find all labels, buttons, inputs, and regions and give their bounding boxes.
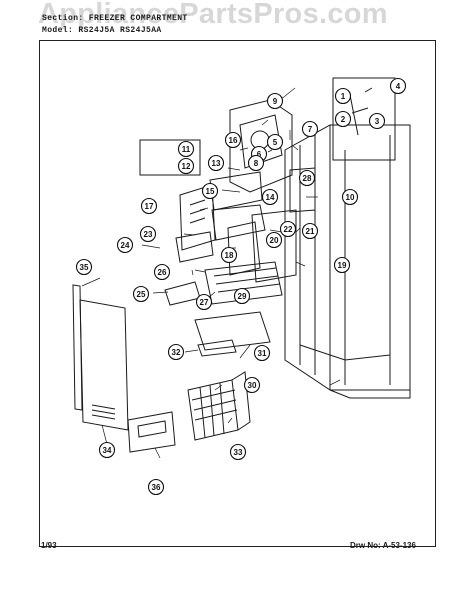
callout-label: 26 (158, 268, 167, 277)
callout-label: 31 (258, 349, 267, 358)
callout-label: 11 (182, 145, 191, 154)
callout-label: 16 (229, 136, 238, 145)
callout-label: 9 (273, 97, 278, 106)
callout-label: 4 (396, 82, 401, 91)
detail-inset-box-small (139, 139, 201, 176)
callout-label: 22 (284, 225, 293, 234)
callout-label: 33 (234, 448, 243, 457)
callout-24: 24 (116, 236, 134, 254)
callout-23: 23 (139, 225, 157, 243)
callout-17: 17 (140, 197, 158, 215)
callout-label: 6 (257, 150, 262, 159)
back-panel (79, 299, 129, 431)
callout-label: 5 (273, 138, 278, 147)
callout-label: 15 (206, 187, 215, 196)
callout-label: 30 (248, 381, 257, 390)
air-panel (179, 184, 216, 251)
diagram-frame (39, 40, 436, 547)
callout-28: 28 (298, 169, 316, 187)
callout-label: 7 (308, 125, 313, 134)
basket-front (127, 411, 176, 453)
callout-label: 27 (200, 298, 209, 307)
callout-label: 35 (80, 263, 89, 272)
trim-strip (72, 284, 83, 411)
callout-21: 21 (301, 222, 319, 240)
callout-label: 24 (121, 241, 130, 250)
callout-label: 36 (152, 483, 161, 492)
footer-date: 1/93 (41, 541, 57, 550)
model-numbers: Model: RS24J5A RS24J5AA (42, 26, 162, 35)
callout-label: 20 (270, 236, 279, 245)
callout-label: 28 (303, 174, 312, 183)
drawing-number: Drw No: A-53-136 (350, 541, 416, 550)
callout-label: 13 (212, 159, 221, 168)
cabinet-outline (284, 124, 411, 399)
callout-10: 10 (341, 188, 359, 206)
callout-label: 8 (254, 159, 259, 168)
bracket (175, 231, 214, 263)
callout-34: 34 (98, 441, 116, 459)
callout-4: 4 (389, 77, 407, 95)
shelf-rack (204, 261, 283, 305)
glass-shelf (194, 311, 271, 357)
callout-5: 5 (266, 133, 284, 151)
callout-33: 33 (229, 443, 247, 461)
callout-label: 21 (306, 227, 315, 236)
callout-label: 1 (341, 92, 346, 101)
callout-2: 2 (334, 110, 352, 128)
callout-3: 3 (368, 112, 386, 130)
callout-26: 26 (153, 263, 171, 281)
callout-13: 13 (207, 154, 225, 172)
callout-22: 22 (279, 220, 297, 238)
callout-label: 12 (182, 162, 191, 171)
callout-7: 7 (301, 120, 319, 138)
damper (164, 281, 201, 306)
callout-label: 32 (172, 348, 181, 357)
callout-14: 14 (261, 188, 279, 206)
callout-8: 8 (247, 154, 265, 172)
callout-30: 30 (243, 376, 261, 394)
callout-label: 2 (341, 115, 346, 124)
callout-9: 9 (266, 92, 284, 110)
callout-16: 16 (224, 131, 242, 149)
callout-35: 35 (75, 258, 93, 276)
callout-label: 19 (338, 261, 347, 270)
callout-label: 18 (225, 251, 234, 260)
wire-basket (187, 371, 251, 441)
callout-15: 15 (201, 182, 219, 200)
callout-36: 36 (147, 478, 165, 496)
callout-label: 34 (103, 446, 112, 455)
callout-32: 32 (167, 343, 185, 361)
callout-1: 1 (334, 87, 352, 105)
callout-25: 25 (132, 285, 150, 303)
callout-29: 29 (233, 287, 251, 305)
callout-label: 3 (375, 117, 380, 126)
callout-18: 18 (220, 246, 238, 264)
section-title: Section: FREEZER COMPARTMENT (42, 14, 188, 23)
detail-inset-box (332, 77, 396, 161)
callout-20: 20 (265, 231, 283, 249)
watermark-text: AppliancePartsPros.com (38, 0, 388, 30)
callout-12: 12 (177, 157, 195, 175)
callout-label: 17 (145, 202, 154, 211)
callout-label: 25 (137, 290, 146, 299)
callout-label: 23 (144, 230, 153, 239)
callout-label: 14 (266, 193, 275, 202)
callout-19: 19 (333, 256, 351, 274)
callout-label: 29 (238, 292, 247, 301)
callout-label: 10 (346, 193, 355, 202)
callout-27: 27 (195, 293, 213, 311)
callout-11: 11 (177, 140, 195, 158)
callout-31: 31 (253, 344, 271, 362)
